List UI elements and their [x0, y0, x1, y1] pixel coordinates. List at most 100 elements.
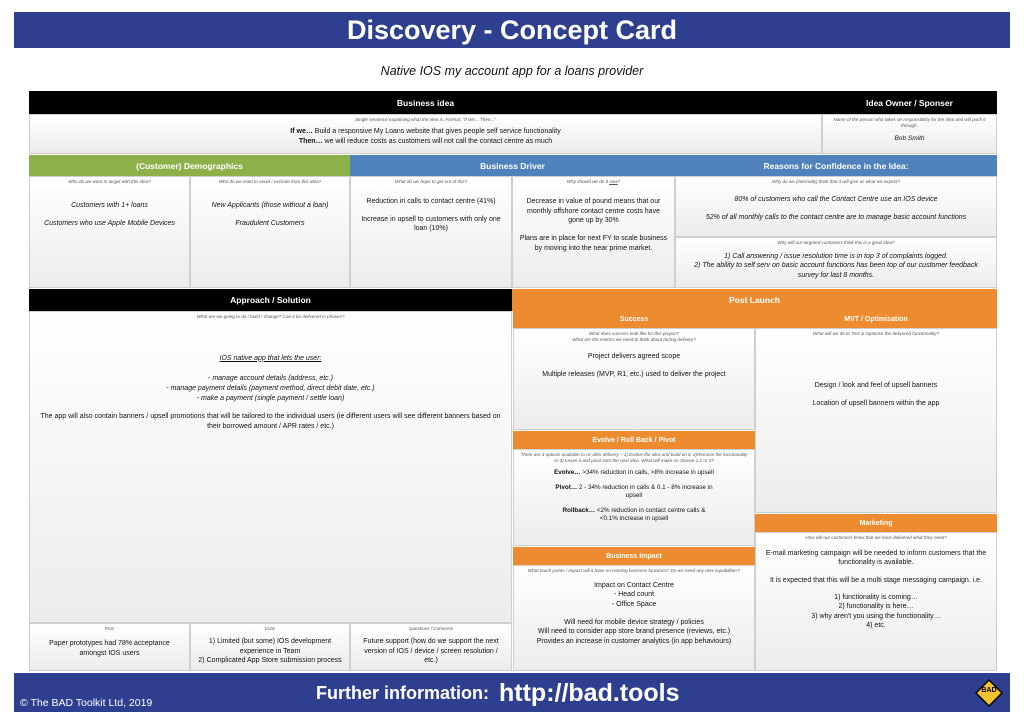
evolve-label: Evolve / Roll Back / Pivot [592, 436, 676, 444]
idea-owner-label: Idea Owner / Sponser [866, 97, 953, 108]
idea-owner-cell: Name of the person who takes on responsi… [822, 114, 997, 154]
impact-hint: What touch points / impact will it have … [527, 568, 741, 573]
questions-text: Future support (how do we support the ne… [363, 637, 499, 665]
if-lead: If we… [290, 127, 313, 135]
footer [14, 673, 1010, 712]
marketing-label: Marketing [859, 519, 893, 527]
cons-cell: Cons 1) Limited (but some) IOS developme… [190, 623, 350, 671]
hope-item: Increase in upsell to customers with onl… [361, 215, 501, 233]
business-driver-header: Business Driver [350, 155, 675, 176]
impact-heading: Impact on Contact Centre [594, 581, 674, 589]
success-item: Multiple releases (MVP, R1, etc.) used t… [542, 371, 726, 379]
post-launch-label: Post Launch [728, 295, 780, 305]
approach-hint: What are we going to do / build / change… [196, 314, 345, 319]
if-text: Build a responsive My Loans website that… [312, 127, 561, 135]
driver-why-cell: Why should we do it now? Decrease in val… [512, 176, 675, 288]
business-idea-header: Business idea [29, 91, 822, 114]
cons-item: 2) Complicated App Store submission proc… [198, 657, 342, 665]
approach-bullet: - manage account details (address, etc.) [208, 374, 333, 382]
confidence-header: Reasons for Confidence in the Idea: [675, 155, 997, 176]
confidence-customer-cell: Why will our targeted customers think th… [675, 237, 997, 288]
impact-sub: - Office Space [611, 600, 657, 608]
hope-item: Reduction in calls to contact centre (41… [366, 197, 496, 205]
marketing-list-item: 2) functionality is here… [838, 603, 914, 611]
approach-heading: IOS native app that lets the user: [219, 354, 322, 362]
business-idea-label: Business idea [396, 97, 455, 108]
evolve-option: Evolve… >34% reduction in calls, >8% inc… [554, 469, 714, 477]
mvt-item: Design / look and feel of upsell banners [814, 381, 938, 389]
hope-hint: What do we hope to get out of this? [394, 179, 468, 184]
page-header: Discovery - Concept Card [14, 12, 1010, 48]
confidence-item: 2) The ability to self serv on basic acc… [694, 262, 978, 279]
further-link[interactable]: http://bad.tools [499, 678, 680, 707]
bad-badge-icon: BAD [974, 678, 1004, 708]
confidence-item: 80% of customers who call the Contact Ce… [734, 195, 938, 203]
cons-label: Cons [264, 626, 276, 631]
rollback-option: Rollback… <2% reduction in contact centr… [562, 506, 706, 523]
demographics-target-cell: Who do we want to target with this idea?… [29, 176, 190, 288]
business-idea-hint: Single sentence explaining what the idea… [355, 117, 496, 122]
evolve-header: Evolve / Roll Back / Pivot [513, 431, 755, 449]
confidence-label: Reasons for Confidence in the Idea: [763, 160, 909, 171]
avoid-item: Fraudulent Customers [235, 219, 305, 227]
why-item: Plans are in place for next FY to scale … [519, 235, 668, 252]
demographics-avoid-cell: Who do we want to avoid / exclude from t… [190, 176, 350, 288]
impact-header: Business Impact [513, 547, 755, 565]
mvt-item: Location of upsell banners within the ap… [812, 399, 940, 407]
approach-note: The app will also contain banners / upse… [40, 413, 501, 431]
approach-label: Approach / Solution [230, 295, 311, 305]
target-item: Customers who use Apple Mobile Devices [44, 219, 175, 227]
impact-label: Business Impact [606, 552, 662, 560]
questions-cell: Questions / Concerns Future support (how… [350, 623, 512, 671]
confidence-hint2: Why will our targeted customers think th… [777, 240, 895, 245]
marketing-list-item: 1) functionality is coming… [834, 594, 918, 602]
mvt-label: MVT / Optimisation [844, 316, 908, 323]
approach-header: Approach / Solution [29, 289, 512, 311]
mvt-header: MVT / Optimisation [755, 311, 997, 328]
marketing-hint: How will our customers know that we have… [805, 535, 947, 540]
confidence-item: 1) Call answering / issue resolution tim… [724, 252, 948, 260]
further-info: Further information: http://bad.tools [316, 676, 680, 710]
why-hint: Why should we do it now? [566, 179, 621, 184]
approach-cell: What are we going to do / build / change… [29, 311, 512, 623]
success-cell: What does success look like for this pro… [513, 328, 755, 430]
success-item: Project delivers agreed scope [587, 353, 681, 361]
success-label: Success [619, 316, 649, 323]
marketing-text: E-mail marketing campaign will be needed… [765, 549, 987, 567]
business-driver-label: Business Driver [480, 160, 545, 171]
cons-item: 1) Limited (but some) IOS development ex… [208, 637, 332, 655]
impact-item: Will need for mobile device strategy / p… [564, 619, 704, 627]
impact-item: Will need to consider app store brand pr… [537, 628, 731, 636]
driver-hope-cell: What do we hope to get out of this? Redu… [350, 176, 512, 288]
marketing-list-item: 3) why aren't you using the functionalit… [811, 612, 941, 620]
business-idea-cell: Single sentence explaining what the idea… [29, 114, 822, 154]
target-hint: Who do we want to target with this idea? [68, 179, 151, 184]
success-hint: What does success look like for this pro… [572, 331, 696, 342]
pros-text: Paper prototypes had 78% acceptance amon… [49, 639, 170, 657]
target-item: Customers with 1+ loans [71, 201, 148, 209]
why-item: Decrease in value of pound means that ou… [526, 197, 661, 225]
impact-cell: What touch points / impact will it have … [513, 565, 755, 671]
idea-owner-header: Idea Owner / Sponser [822, 91, 997, 114]
avoid-hint: Who do we want to avoid / exclude from t… [218, 179, 322, 184]
business-idea-text: If we… Build a responsive My Loans websi… [30, 127, 821, 147]
pros-cell: Pros Paper prototypes had 78% acceptance… [29, 623, 190, 671]
mvt-cell: What will we do to Test & Optimise the d… [755, 328, 997, 513]
further-label: Further information: [316, 682, 489, 703]
page-title: Discovery - Concept Card [346, 14, 678, 45]
copyright: © The BAD Toolkit Ltd, 2019 [20, 697, 153, 709]
bad-badge-label: BAD [981, 687, 997, 694]
approach-bullet: - make a payment (single payment / settl… [196, 395, 345, 403]
mvt-hint: What will we do to Test & Optimise the d… [812, 331, 940, 336]
demographics-label: (Customer) Demographics [136, 160, 243, 171]
marketing-text: It is expected that this will be a multi… [769, 576, 983, 584]
confidence-hint1: Why do we (internally) think that it wil… [772, 179, 900, 184]
questions-label: Questions / Concerns [408, 626, 454, 631]
marketing-header: Marketing [755, 514, 997, 532]
impact-sub: - Head count [613, 591, 655, 599]
pros-label: Pros [104, 626, 115, 631]
marketing-list-item: 4) etc. [866, 622, 886, 630]
evolve-hint: There are 3 options available to us afte… [520, 452, 748, 463]
demographics-header: (Customer) Demographics [29, 155, 350, 176]
then-lead: Then… [298, 137, 323, 145]
